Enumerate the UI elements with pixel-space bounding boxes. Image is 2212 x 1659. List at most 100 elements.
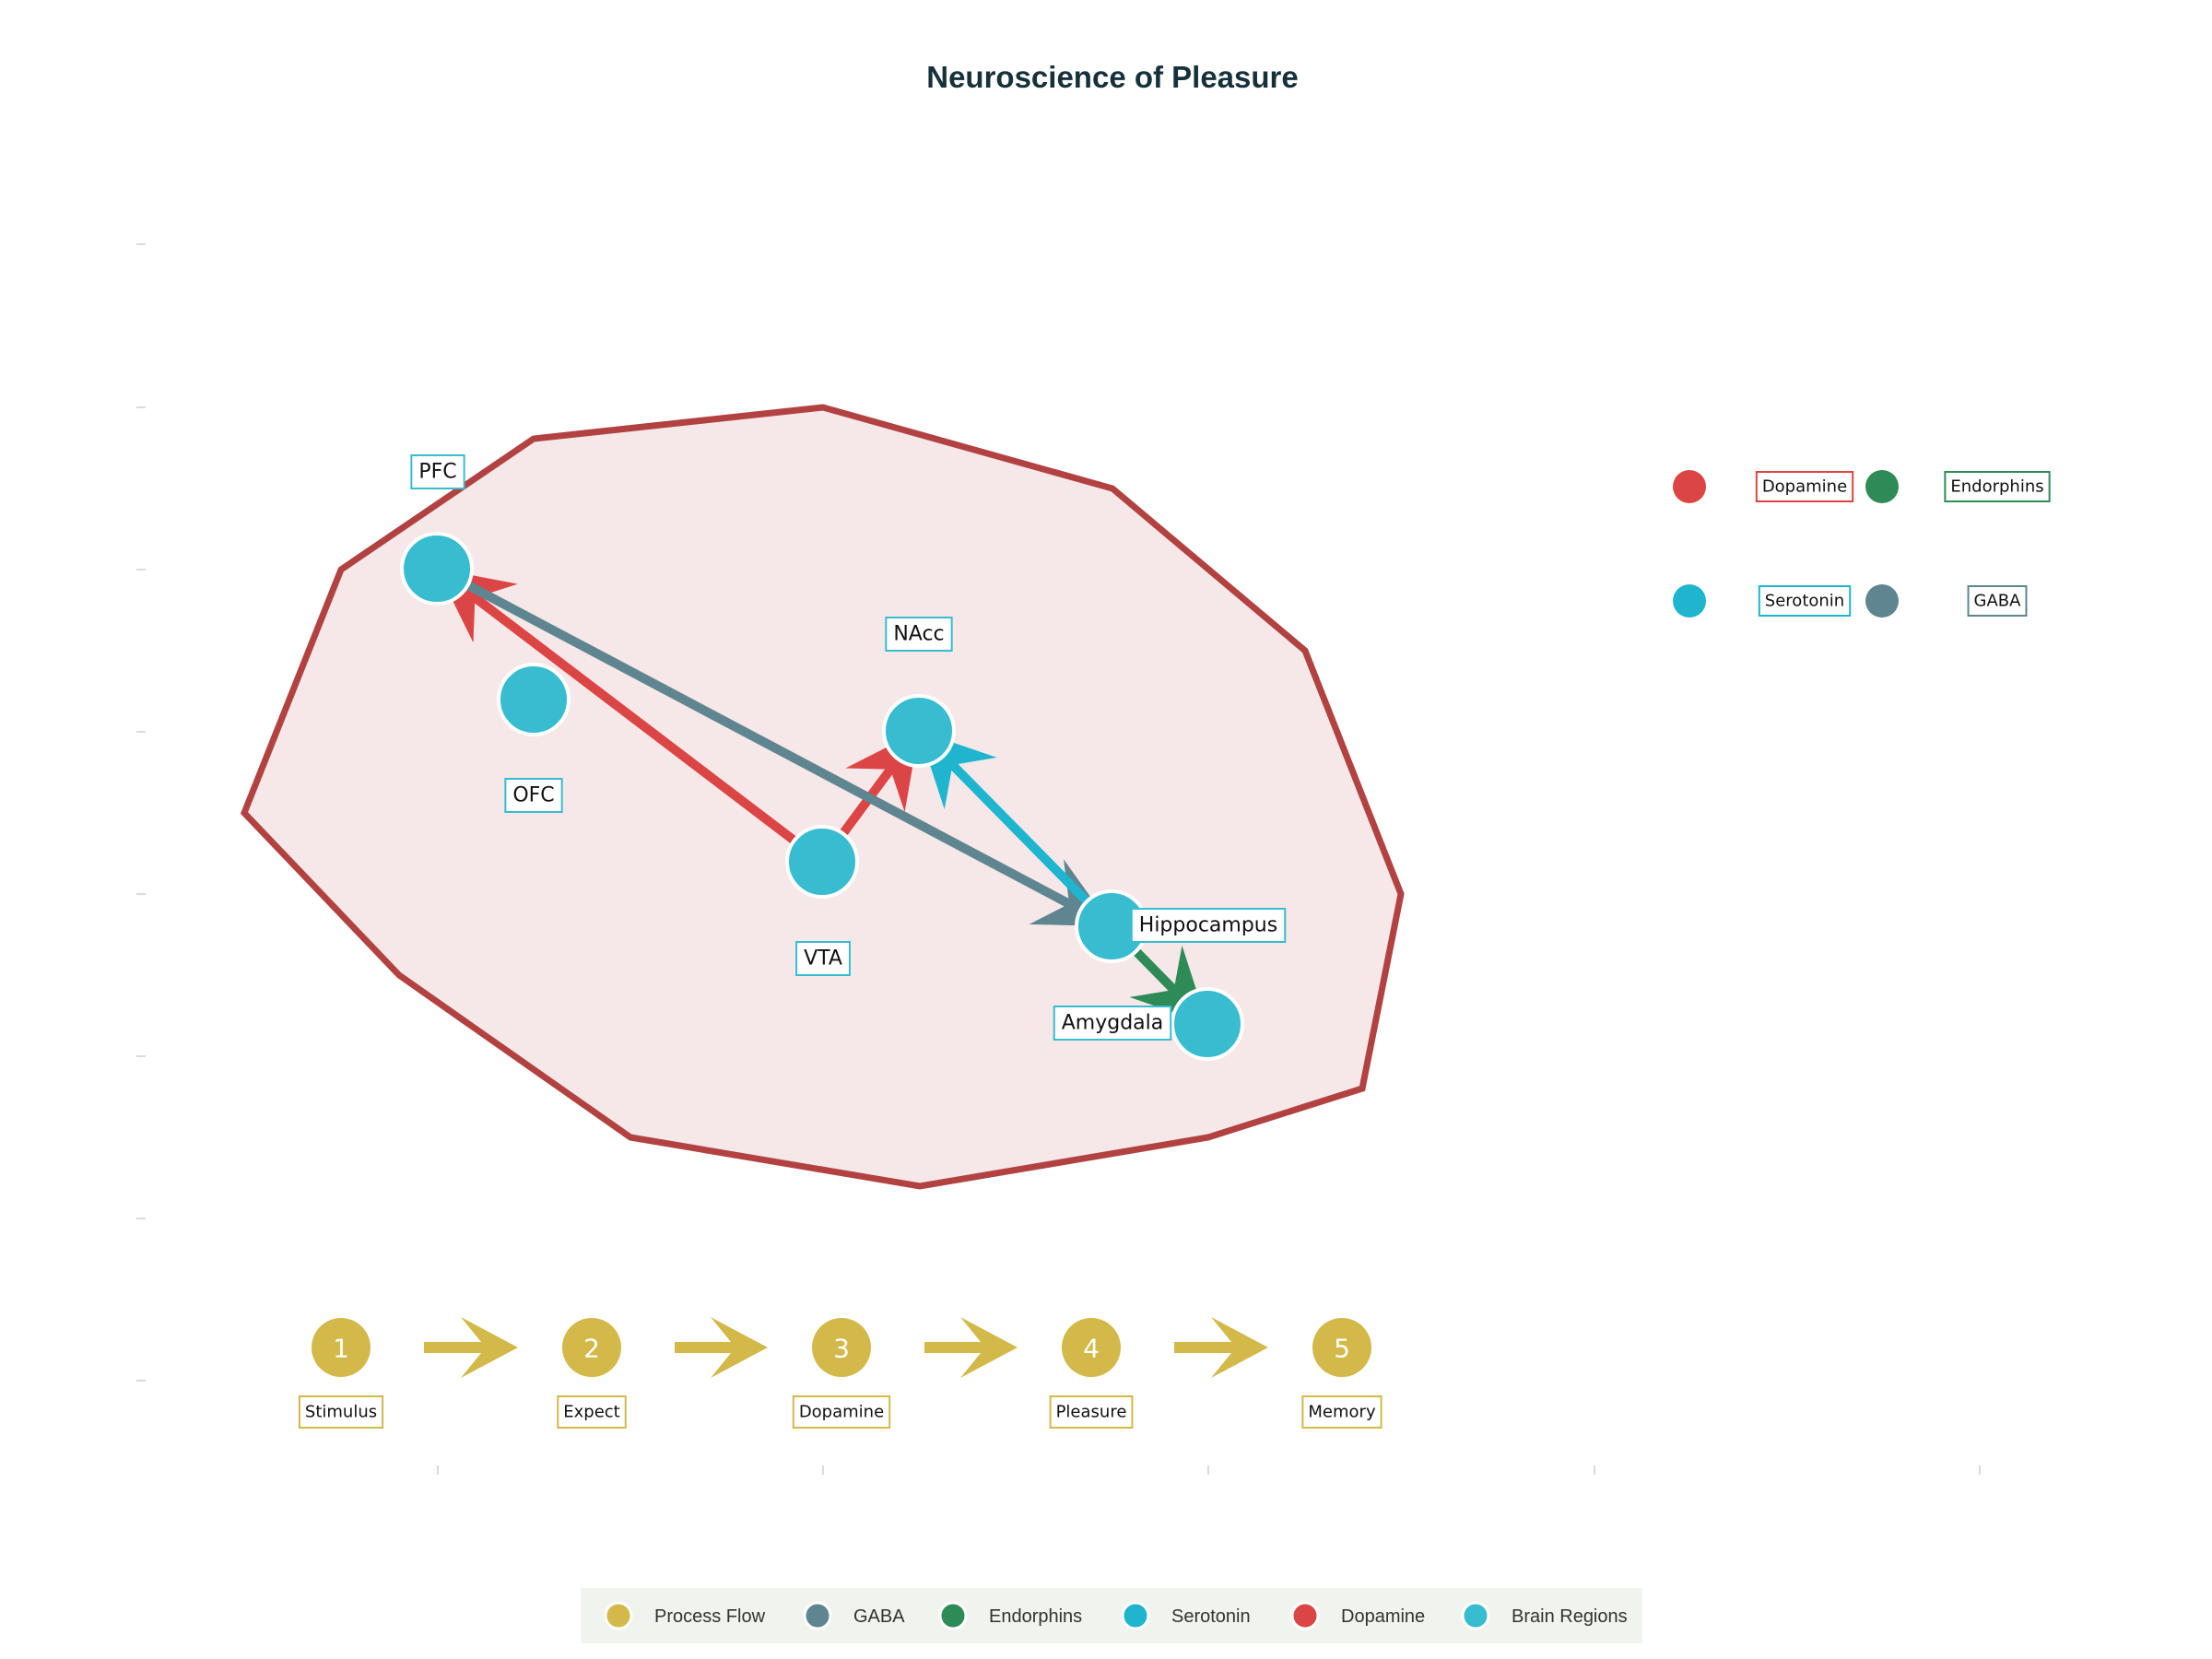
key-label-box (1967, 585, 2028, 617)
step-label-text: Stimulus (305, 1403, 377, 1422)
step-label: Dopamine (792, 1395, 891, 1429)
legend-label: Process Flow (654, 1606, 766, 1627)
legend-item-brain_region[interactable]: Brain Regions (1461, 1601, 1628, 1630)
key-label-text: Dopamine (1762, 477, 1847, 497)
region-node-amygdala[interactable] (1171, 987, 1244, 1061)
legend[interactable]: Process Flow GABA Endorphins Serotonin Dopam… (581, 1588, 1642, 1643)
region-label-nacc: NAcc (885, 617, 953, 652)
step-circle (312, 1318, 371, 1377)
legend-item-process[interactable]: Process Flow (604, 1601, 766, 1630)
key-label-box (1758, 585, 1852, 617)
step-number: 2 (583, 1334, 600, 1364)
step-label: Memory (1301, 1395, 1382, 1429)
step-label-text: Expect (563, 1403, 619, 1422)
key-label: Endorphins (1944, 471, 2051, 502)
pathway-line (947, 760, 1116, 931)
region-node-vta[interactable] (785, 825, 859, 899)
key-item-gaba: GABA (1865, 584, 2028, 618)
legend-item-gaba[interactable]: GABA (803, 1601, 905, 1630)
legend-swatch (604, 1601, 633, 1630)
step-label-box (1049, 1395, 1134, 1429)
region-label-amygdala-text: Amygdala (1062, 1012, 1164, 1035)
region-label-pfc: PFC (410, 454, 465, 489)
step-circle (1312, 1318, 1371, 1377)
flow-arrow-2 (675, 1317, 768, 1378)
key-swatch (1673, 584, 1706, 618)
step-label-box (557, 1395, 627, 1429)
step-number: 5 (1334, 1334, 1350, 1364)
step-label: Expect (557, 1395, 627, 1429)
region-node-nacc[interactable] (882, 694, 956, 768)
region-label-ofc-box (504, 778, 563, 813)
legend-label: Serotonin (1171, 1606, 1251, 1627)
step-circle (812, 1318, 871, 1377)
axis-ticks (136, 243, 1981, 1475)
region-label-vta: VTA (795, 941, 851, 976)
region-label-vta-text: VTA (804, 947, 842, 971)
region-label-hippocampus-text: Hippocampus (1139, 914, 1277, 937)
legend-label: Dopamine (1341, 1606, 1425, 1627)
step-label-text: Pleasure (1056, 1403, 1127, 1422)
flow-arrow-4 (1174, 1317, 1268, 1378)
region-label-nacc-box (885, 617, 953, 652)
step-label-text: Dopamine (799, 1403, 884, 1422)
legend-item-serotonin[interactable]: Serotonin (1121, 1601, 1251, 1630)
legend-item-endorphins[interactable]: Endorphins (938, 1601, 1082, 1630)
brain-outline-group (240, 404, 1405, 1190)
pathway-line (470, 593, 827, 866)
step-label: Pleasure (1049, 1395, 1134, 1429)
key-label-text: GABA (1974, 592, 2022, 611)
key-swatch (1865, 584, 1899, 618)
step-number: 3 (833, 1334, 850, 1364)
region-label-hippocampus: Hippocampus (1130, 908, 1287, 943)
key-label: GABA (1967, 585, 2028, 617)
region-label-amygdala: Amygdala (1053, 1006, 1172, 1041)
legend-swatch (1461, 1601, 1490, 1630)
region-label-pfc-text: PFC (418, 461, 456, 484)
key-item-dopamine: Dopamine (1673, 470, 1854, 503)
step-label-box (792, 1395, 891, 1429)
key-item-serotonin: Serotonin (1673, 584, 1852, 618)
step-circle (562, 1318, 621, 1377)
legend-label: GABA (853, 1606, 905, 1627)
brain-outline (240, 404, 1405, 1190)
legend-label: Endorphins (989, 1606, 1082, 1627)
key-label: Dopamine (1755, 471, 1854, 502)
legend-swatch (1121, 1601, 1150, 1630)
key-swatch (1673, 470, 1706, 503)
step-label-box (1301, 1395, 1382, 1429)
step-label: Stimulus (298, 1395, 384, 1429)
region-label-ofc-text: OFC (512, 784, 554, 807)
legend-swatch (1290, 1601, 1320, 1630)
flow-arrow-1 (424, 1317, 518, 1378)
region-label-nacc-text: NAcc (893, 623, 944, 646)
region-label-pfc-box (410, 454, 465, 489)
step-circle (1062, 1318, 1121, 1377)
key-label-text: Endorphins (1950, 477, 2043, 497)
legend-swatch (803, 1601, 832, 1630)
region-label-ofc: OFC (504, 778, 563, 813)
region-node-pfc[interactable] (400, 532, 474, 606)
region-node-ofc[interactable] (497, 663, 571, 736)
key-label: Serotonin (1758, 585, 1852, 617)
key-label-text: Serotonin (1765, 592, 1844, 611)
step-number: 1 (333, 1334, 349, 1364)
step-label-text: Memory (1308, 1403, 1376, 1422)
region-label-hippocampus-box (1130, 908, 1287, 943)
key-label-box (1755, 471, 1854, 502)
step-number: 4 (1083, 1334, 1100, 1364)
key-label-box (1944, 471, 2051, 502)
legend-swatch (938, 1601, 968, 1630)
flow-arrow-3 (924, 1317, 1018, 1378)
region-label-amygdala-box (1053, 1006, 1172, 1041)
key-item-endorphins: Endorphins (1865, 470, 2051, 503)
legend-item-dopamine[interactable]: Dopamine (1290, 1601, 1425, 1630)
